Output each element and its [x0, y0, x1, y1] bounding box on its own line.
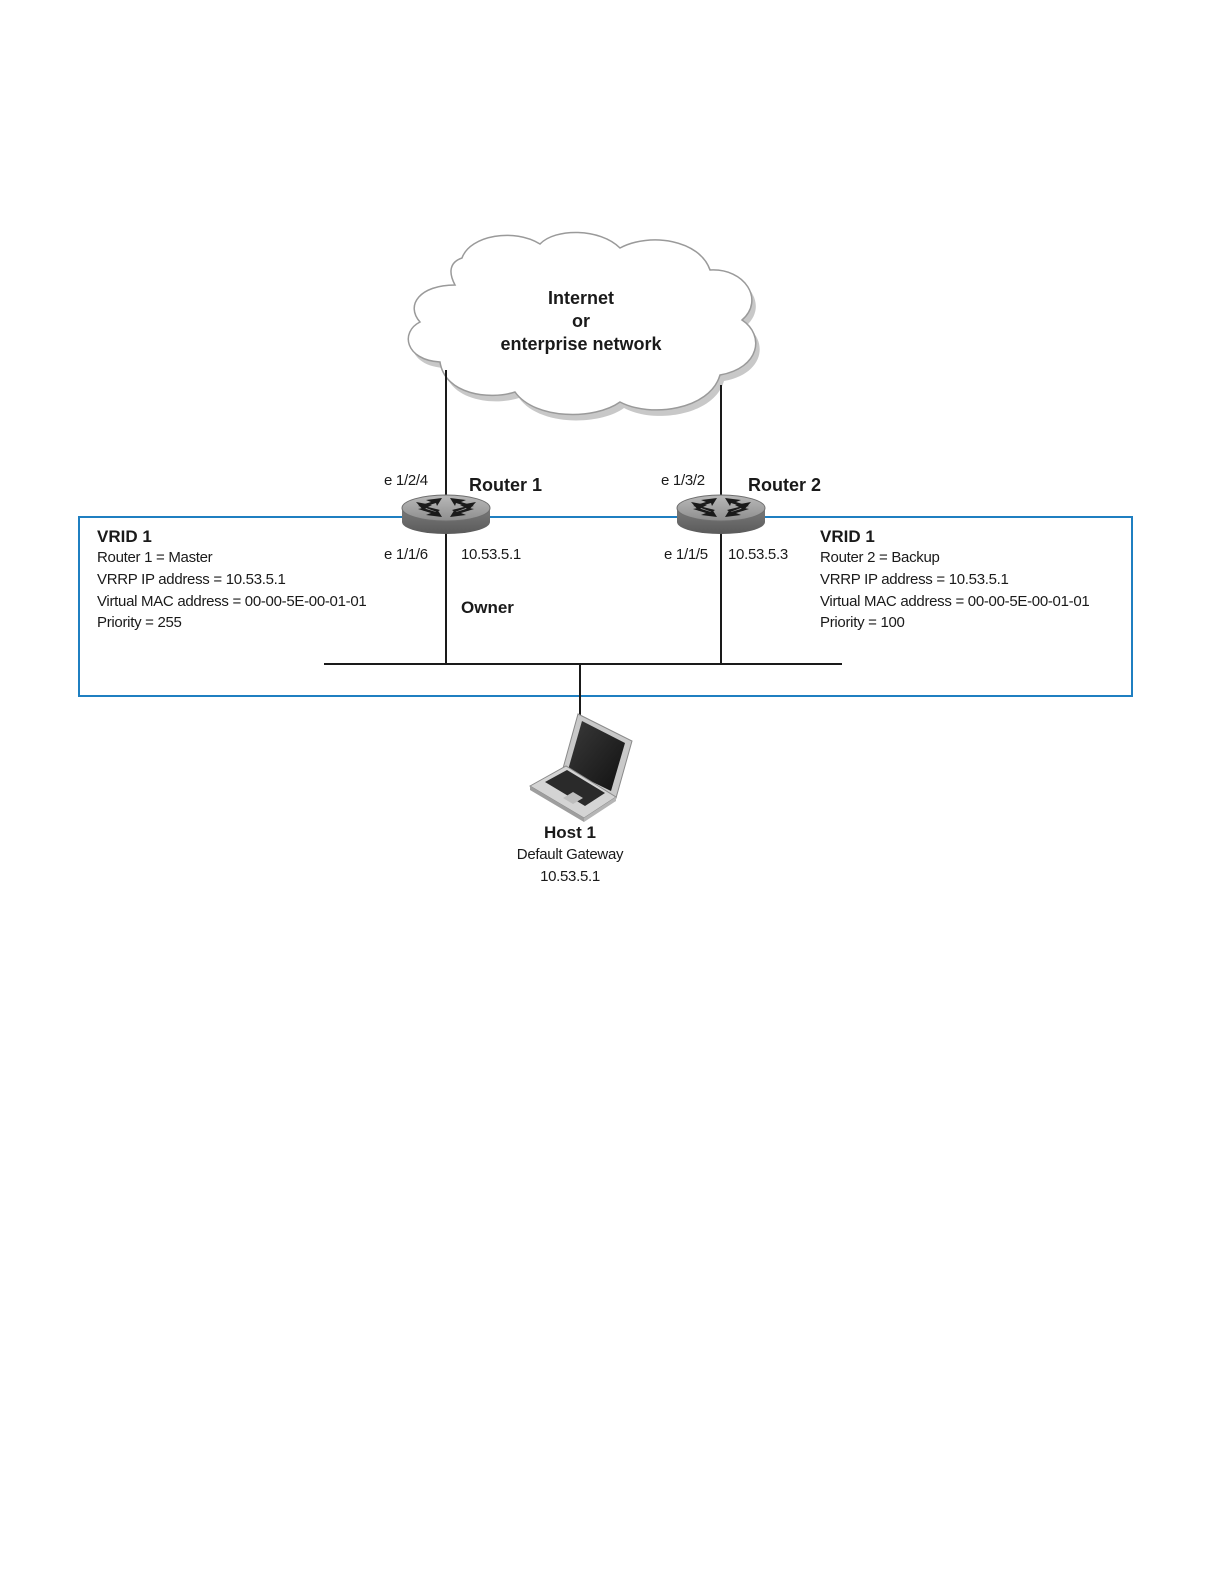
router2-ip: 10.53.5.3	[728, 546, 788, 563]
vrid-right-line: Router 2 = Backup	[820, 549, 940, 566]
router2-port-lower: e 1/1/5	[664, 546, 708, 563]
vrid-right-line: VRRP IP address = 10.53.5.1	[820, 571, 1009, 588]
vrid-right-line: Priority = 100	[820, 614, 905, 631]
router1-title: Router 1	[469, 475, 543, 495]
vrid-box	[78, 516, 1133, 697]
cloud-icon	[407, 231, 760, 421]
cloud-label-line1: Internet	[547, 288, 614, 308]
vrid-left-line: Router 1 = Master	[97, 549, 213, 566]
host-title: Host 1	[544, 823, 596, 842]
router1-port-upper: e 1/2/4	[384, 472, 428, 489]
host-gateway-ip: 10.53.5.1	[540, 868, 600, 885]
router1-ip: 10.53.5.1	[461, 546, 521, 563]
vrid-right-title: VRID 1	[820, 527, 875, 546]
router1-icon[interactable]	[401, 494, 491, 535]
vrid-left-line: Priority = 255	[97, 614, 182, 631]
cloud-label-line3: enterprise network	[500, 334, 662, 354]
router2-port-upper: e 1/3/2	[661, 472, 705, 489]
laptop-icon[interactable]	[528, 713, 633, 822]
router1-port-lower: e 1/1/6	[384, 546, 428, 563]
cloud-label-line2: or	[572, 311, 590, 331]
vrid-left-title: VRID 1	[97, 527, 152, 546]
vrid-left-line: Virtual MAC address = 00-00-5E-00-01-01	[97, 593, 367, 610]
vrid-right-line: Virtual MAC address = 00-00-5E-00-01-01	[820, 593, 1090, 610]
router1-owner-label: Owner	[461, 598, 514, 617]
vrid-left-line: VRRP IP address = 10.53.5.1	[97, 571, 286, 588]
router2-icon[interactable]	[676, 494, 766, 535]
host-gateway-label: Default Gateway	[516, 846, 624, 863]
router2-title: Router 2	[748, 475, 822, 495]
